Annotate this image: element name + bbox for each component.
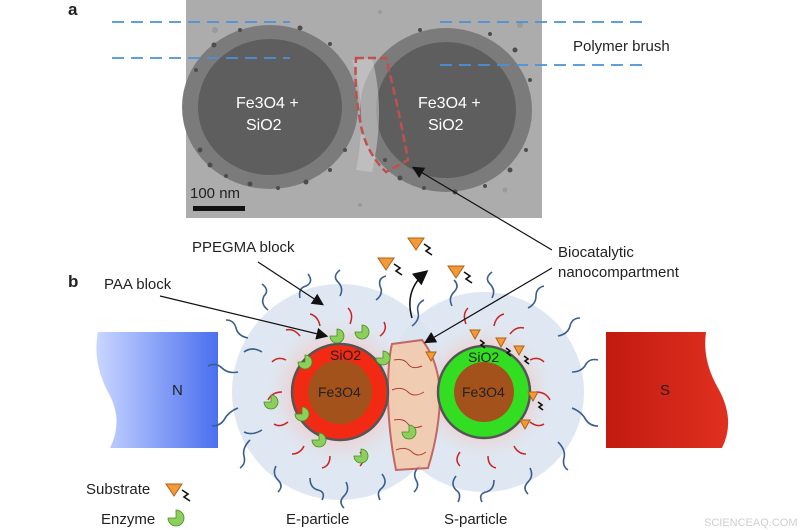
watermark: SCIENCEAQ.COM — [704, 517, 798, 529]
tem-left-label-line1: Fe3O4 + — [236, 95, 299, 112]
enzymes — [263, 324, 417, 464]
legend-enzyme-icon — [167, 509, 185, 527]
legend-substrate-icon — [165, 483, 183, 497]
paa-brushes — [267, 307, 551, 469]
reaction-arrow — [409, 270, 429, 319]
tem-right-label-line1: Fe3O4 + — [418, 95, 481, 112]
polymer-brush-guides — [112, 21, 645, 66]
north-magnet-label: N — [172, 382, 183, 399]
tem-left-label-line2: SiO2 — [246, 117, 282, 134]
paa-pointer — [159, 295, 329, 340]
legend-enzyme-label: Enzyme — [101, 511, 155, 528]
nanocompartment-pointer-a — [411, 166, 553, 251]
e-particle-core — [308, 360, 372, 424]
paa-block-label: PAA block — [104, 276, 172, 293]
north-magnet — [96, 332, 218, 448]
scale-bar — [193, 206, 245, 211]
ppegma-pointer — [257, 261, 325, 306]
e-particle-label: E-particle — [286, 511, 349, 528]
legend-substrate-label: Substrate — [86, 481, 150, 498]
s-particle-core — [454, 362, 514, 422]
nanocompartment-label-line2: nanocompartment — [558, 264, 680, 281]
s-particle-core-label: Fe3O4 — [462, 384, 505, 400]
panel-a-letter: a — [68, 0, 78, 19]
nanocompartment-label-line1: Biocatalytic — [558, 244, 634, 261]
tem-micrograph — [182, 0, 542, 218]
polymer-brush-label: Polymer brush — [573, 38, 670, 55]
tem-nanocompartment-outline — [354, 56, 410, 174]
tem-right-label-line2: SiO2 — [428, 117, 464, 134]
e-particle-shell-label: SiO2 — [330, 347, 361, 363]
south-magnet-label: S — [660, 382, 670, 399]
panel-b-letter: b — [68, 272, 78, 291]
substrates — [377, 237, 539, 431]
ppegma-brushes — [207, 269, 599, 509]
s-particle-shell-label: SiO2 — [468, 349, 499, 365]
ppegma-block-label: PPEGMA block — [192, 239, 295, 256]
e-particle-core-label: Fe3O4 — [318, 384, 361, 400]
biocatalytic-nanocompartment — [386, 338, 442, 472]
scale-bar-label: 100 nm — [190, 185, 240, 202]
south-magnet — [606, 332, 729, 448]
nanocompartment-pointer-b — [423, 267, 553, 344]
s-particle-label: S-particle — [444, 511, 507, 528]
